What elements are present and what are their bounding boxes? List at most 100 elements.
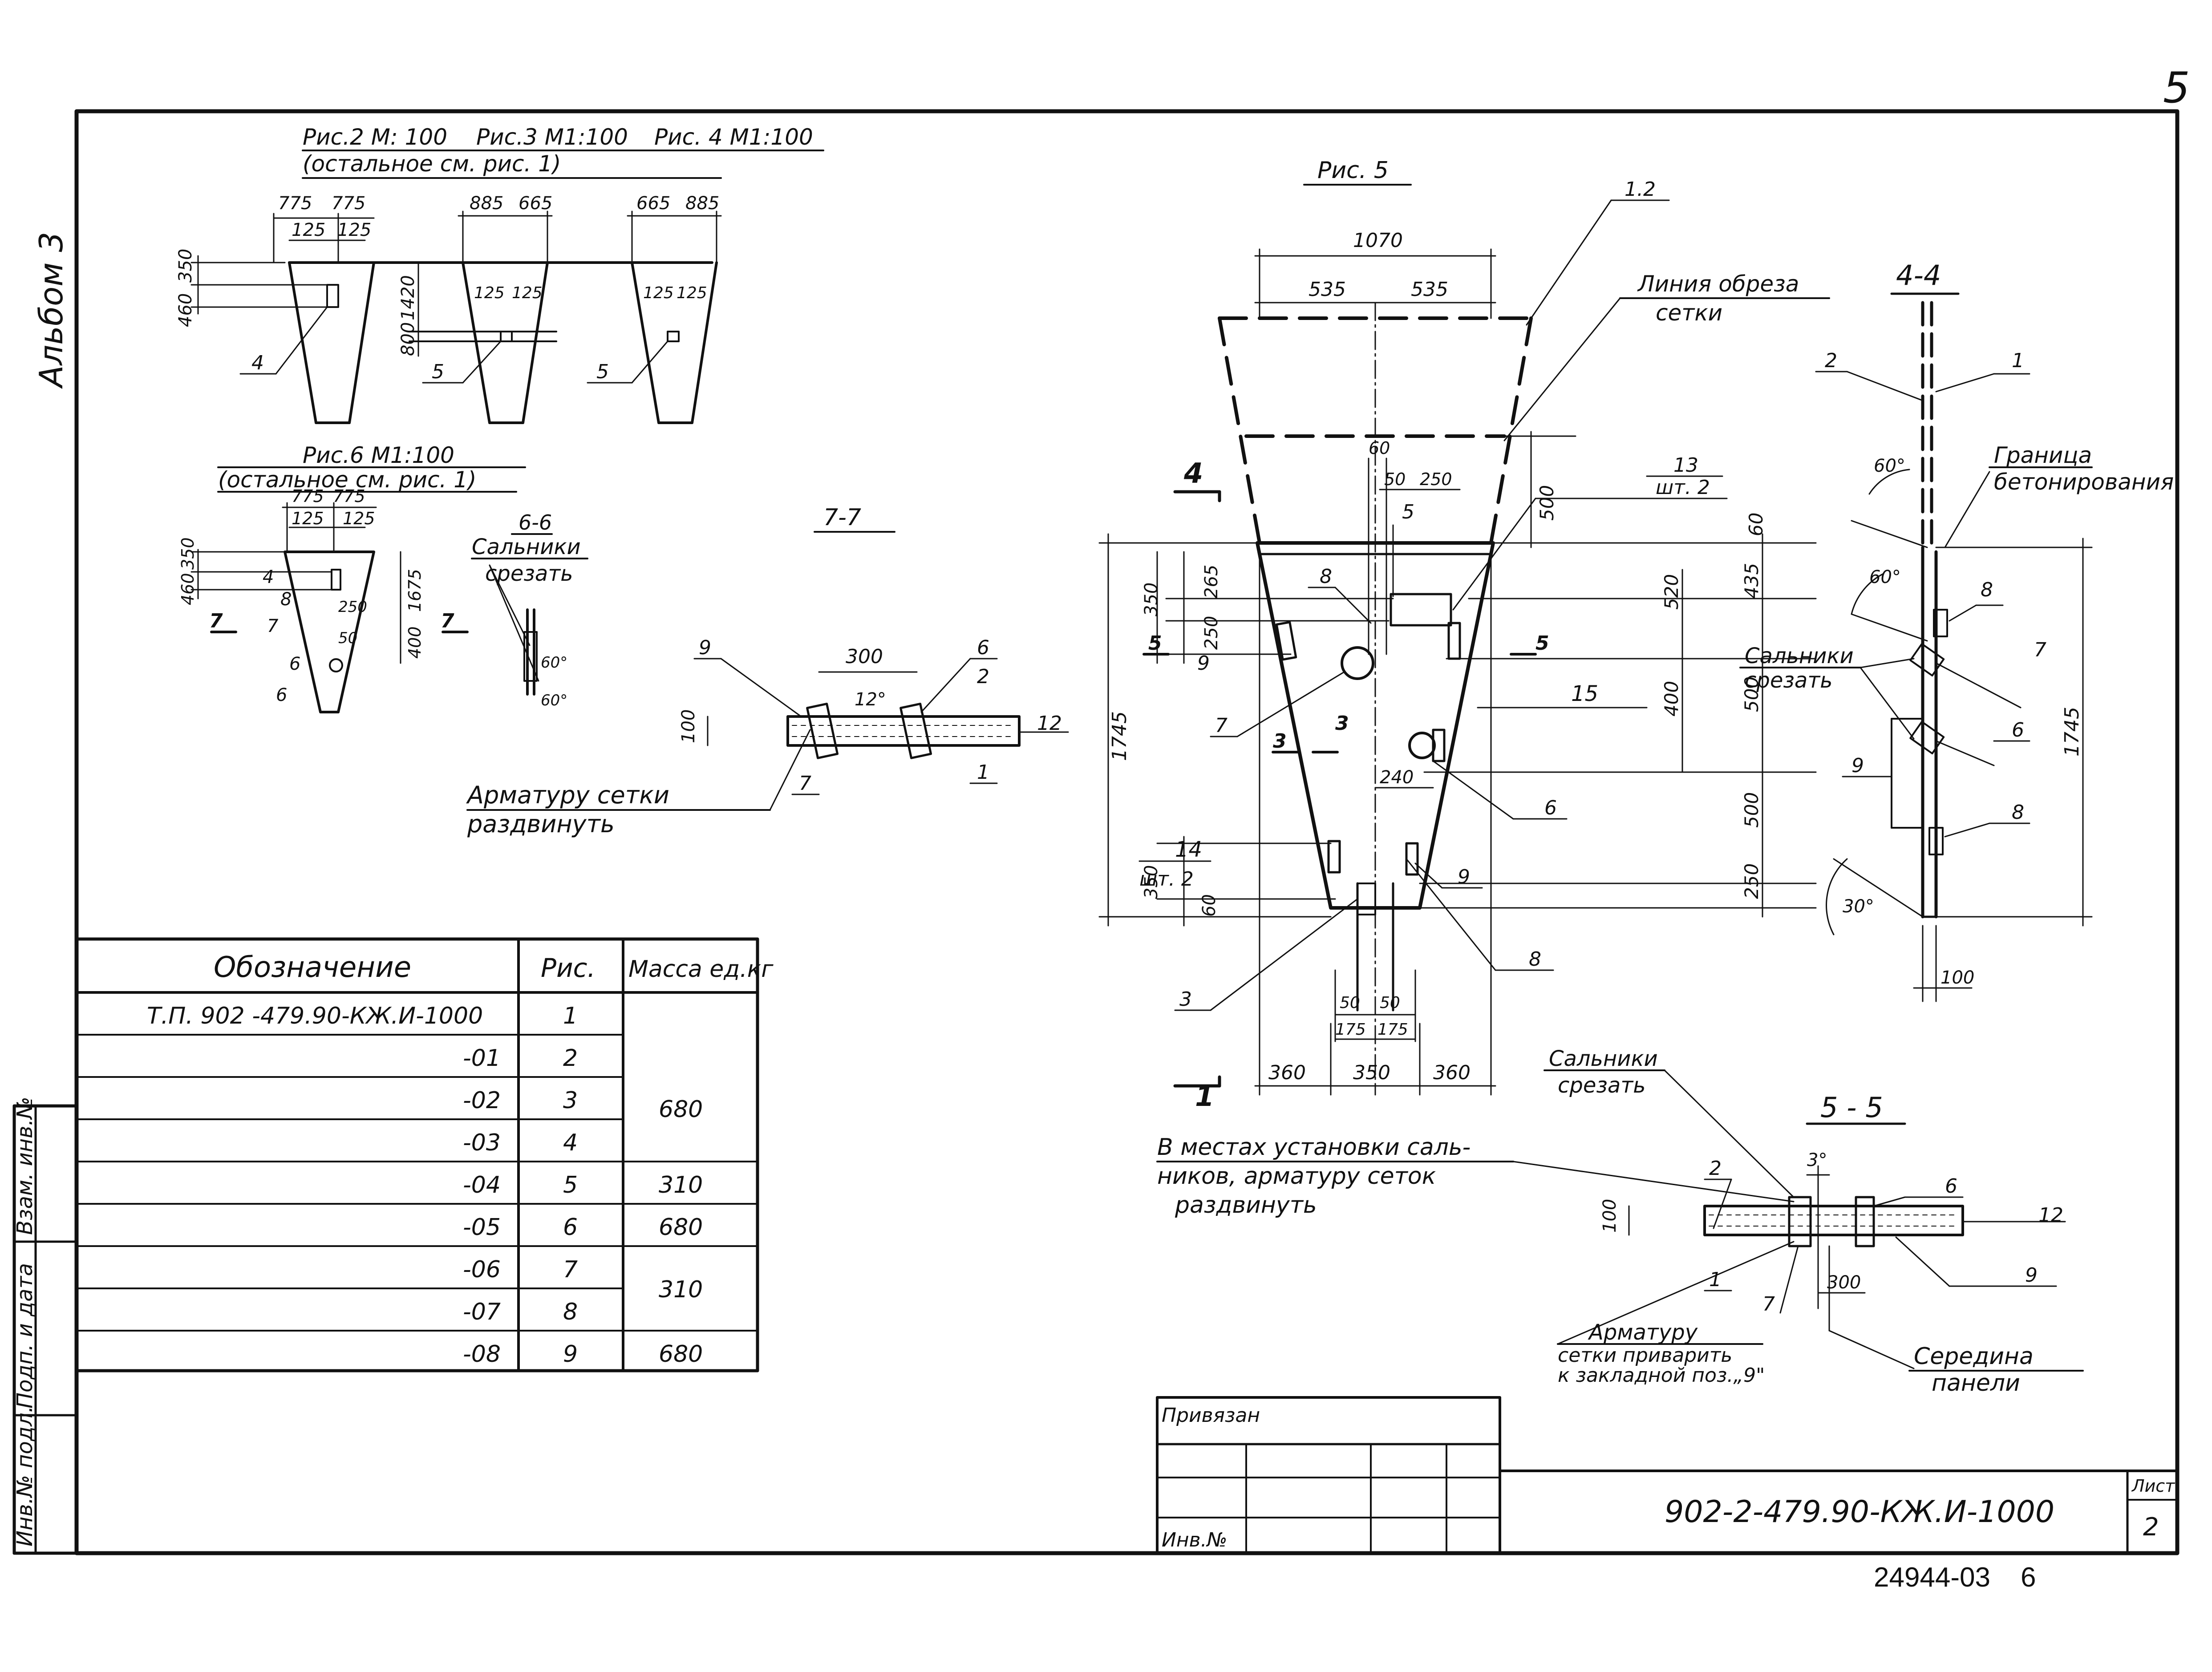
figure-5: Рис. 5 1070 535 535 1.2 (1098, 157, 1830, 1113)
sec44-glands-2: срезать (1745, 668, 1833, 693)
fig2-dim-460: 460 (175, 293, 196, 327)
fig6-panel (284, 551, 375, 713)
table-row-designation: -03 (463, 1130, 501, 1156)
fig6-pos-6b: 6 (276, 685, 287, 705)
fig5-dim-50b: 50 (1380, 994, 1400, 1012)
table-row-fig: 2 (563, 1045, 578, 1072)
fig5-pos-8: 8 (1320, 565, 1332, 588)
fig6-title: Рис.6 М1:100 (303, 442, 454, 468)
sec55-pos-1: 1 (1709, 1268, 1722, 1291)
sec44-pos-2: 2 (1825, 349, 1837, 372)
fig6-dim-mid-b: 125 (343, 509, 375, 528)
fig5-dim-500c: 500 (1741, 792, 1762, 828)
fig6-cut-7b: 7 (441, 610, 454, 632)
sec44-pos-1: 1 (2012, 349, 2024, 372)
fig6-dim-460: 460 (178, 573, 198, 605)
fig4-dim-top-b: 885 (685, 193, 719, 214)
fig6-dim-400: 400 (405, 626, 425, 659)
fig2-dim-mid-a: 125 (292, 220, 325, 240)
fig6-dim-350: 350 (178, 537, 198, 570)
fig2-dim-350: 350 (175, 249, 196, 283)
title-block (1156, 1396, 2179, 1555)
fig5-dim-520: 520 (1661, 574, 1682, 610)
fig2-panel (288, 261, 375, 424)
general-note: В местах установки саль- ников, арматуру… (1156, 1134, 1795, 1219)
table-row-designation: -06 (463, 1256, 501, 1283)
sec44-pos-9: 9 (1851, 754, 1864, 777)
sec55-panel (1703, 1205, 1964, 1236)
figure-6: Рис.6 М1:100 (остальное см. рис. 1) 775 … (178, 442, 588, 713)
fig5-dim-60b: 60 (1199, 894, 1219, 917)
fig3-panel (462, 261, 549, 424)
fig5-dim-250: 250 (1420, 470, 1452, 489)
fig5-pos-7: 7 (1215, 714, 1228, 737)
fig3-dim-800: 800 (398, 322, 418, 356)
fig6-dim-top-b: 775 (333, 486, 365, 506)
designation-table: Обозначение Рис. Масса ед.кг Т.П. 902 -4… (75, 937, 774, 1372)
fig5-cut-3a: 3 (1273, 730, 1287, 753)
fig5-pos-3: 3 (1179, 988, 1192, 1011)
fig5-cut-3b: 3 (1335, 712, 1349, 735)
fig3-pos: 5 (432, 360, 444, 383)
page-number: 5 (2163, 64, 2190, 113)
fig5-pos-9: 9 (1197, 652, 1210, 675)
fig6-dim-top-a: 775 (292, 486, 324, 506)
table-row-fig: 1 (563, 1003, 578, 1029)
fig5-dim-400: 400 (1661, 681, 1682, 717)
sec77-note-1: Арматуру сетки (466, 781, 669, 809)
sec55-pos-2: 2 (1709, 1157, 1722, 1180)
general-note-line-2: ников, арматуру сеток (1157, 1163, 1436, 1190)
table-row-fig: 9 (563, 1341, 578, 1368)
fig6-glands-2: срезать (485, 561, 573, 586)
sec77-pos-9: 9 (699, 636, 711, 659)
fig6-pos-6a: 6 (289, 654, 300, 674)
sec77-pos-1: 1 (977, 761, 989, 784)
sec55-dim-300: 300 (1827, 1272, 1861, 1293)
table-row-fig: 6 (563, 1214, 578, 1241)
fig5-title: Рис. 5 (1317, 157, 1389, 184)
fig5-dim-535b: 535 (1411, 278, 1448, 301)
fig5-cut-5b: 5 (1535, 632, 1549, 655)
fig6-dim-1675: 1675 (405, 569, 425, 612)
sec44-angle-60b: 60° (1869, 567, 1901, 587)
side-stamp-podp-data: Подп. и дата (12, 1263, 37, 1409)
fig6-dim-mid-a: 125 (292, 509, 324, 528)
stamp-privyazan: Привязан (1162, 1404, 1260, 1427)
section-7-7: 7-7 300 12° 100 9 6 2 12 1 7 Арматуру се… (466, 504, 1069, 838)
fig3-dim-top-b: 665 (519, 193, 552, 214)
fig2-pos: 4 (251, 352, 264, 374)
fig6-angle-a: 60° (541, 654, 567, 672)
table-row-fig: 3 (563, 1087, 578, 1114)
general-note-line-1: В местах установки саль- (1157, 1134, 1471, 1161)
fig6-pos-7: 7 (267, 616, 279, 636)
fig5-cut-4: 4 (1183, 457, 1203, 490)
table-row-designation: -05 (463, 1214, 501, 1241)
sec44-title: 4-4 (1896, 259, 1941, 291)
fig2-dim-top-a: 775 (278, 193, 312, 214)
fig5-cut-line-1: Линия обреза (1637, 271, 1799, 297)
table-row-fig: 4 (563, 1130, 578, 1156)
fig5-dim-350b: 350 (1141, 865, 1162, 899)
sec44-pos-8a: 8 (1981, 579, 1993, 601)
fig5-dim-250b: 250 (1741, 863, 1762, 899)
fig5-cut-line-2: сетки (1656, 300, 1722, 326)
table-mass-group: 680 (659, 1214, 703, 1241)
fig5-pos-5: 5 (1402, 501, 1414, 523)
fig5-dim-175a: 175 (1335, 1020, 1366, 1039)
sec77-dim-300: 300 (846, 645, 883, 668)
sheet-frame (12, 109, 2180, 1555)
sec55-glands-2: срезать (1558, 1073, 1646, 1098)
sec55-dim-100: 100 (1600, 1199, 1620, 1233)
sec77-pos-7: 7 (799, 772, 811, 795)
table-row-designation: -01 (463, 1045, 501, 1072)
side-stamp-inv-podl: Инв.№ подл. (12, 1406, 37, 1546)
sec55-pos-6: 6 (1945, 1175, 1957, 1198)
album-label: Альбом 3 (32, 232, 70, 389)
fig3-dim-top-a: 885 (470, 193, 503, 214)
table-row-designation: Т.П. 902 -479.90-КЖ.И-1000 (147, 1003, 483, 1029)
sec55-middle-2: панели (1932, 1370, 2020, 1397)
fig5-pos-14-qty: шт. 2 (1139, 868, 1194, 891)
drawing-designation: 902-2-479.90-КЖ.И-1000 (1665, 1494, 2054, 1530)
table-mass-group: 310 (659, 1172, 703, 1198)
fig3-title: Рис.3 М1:100 (476, 124, 628, 150)
